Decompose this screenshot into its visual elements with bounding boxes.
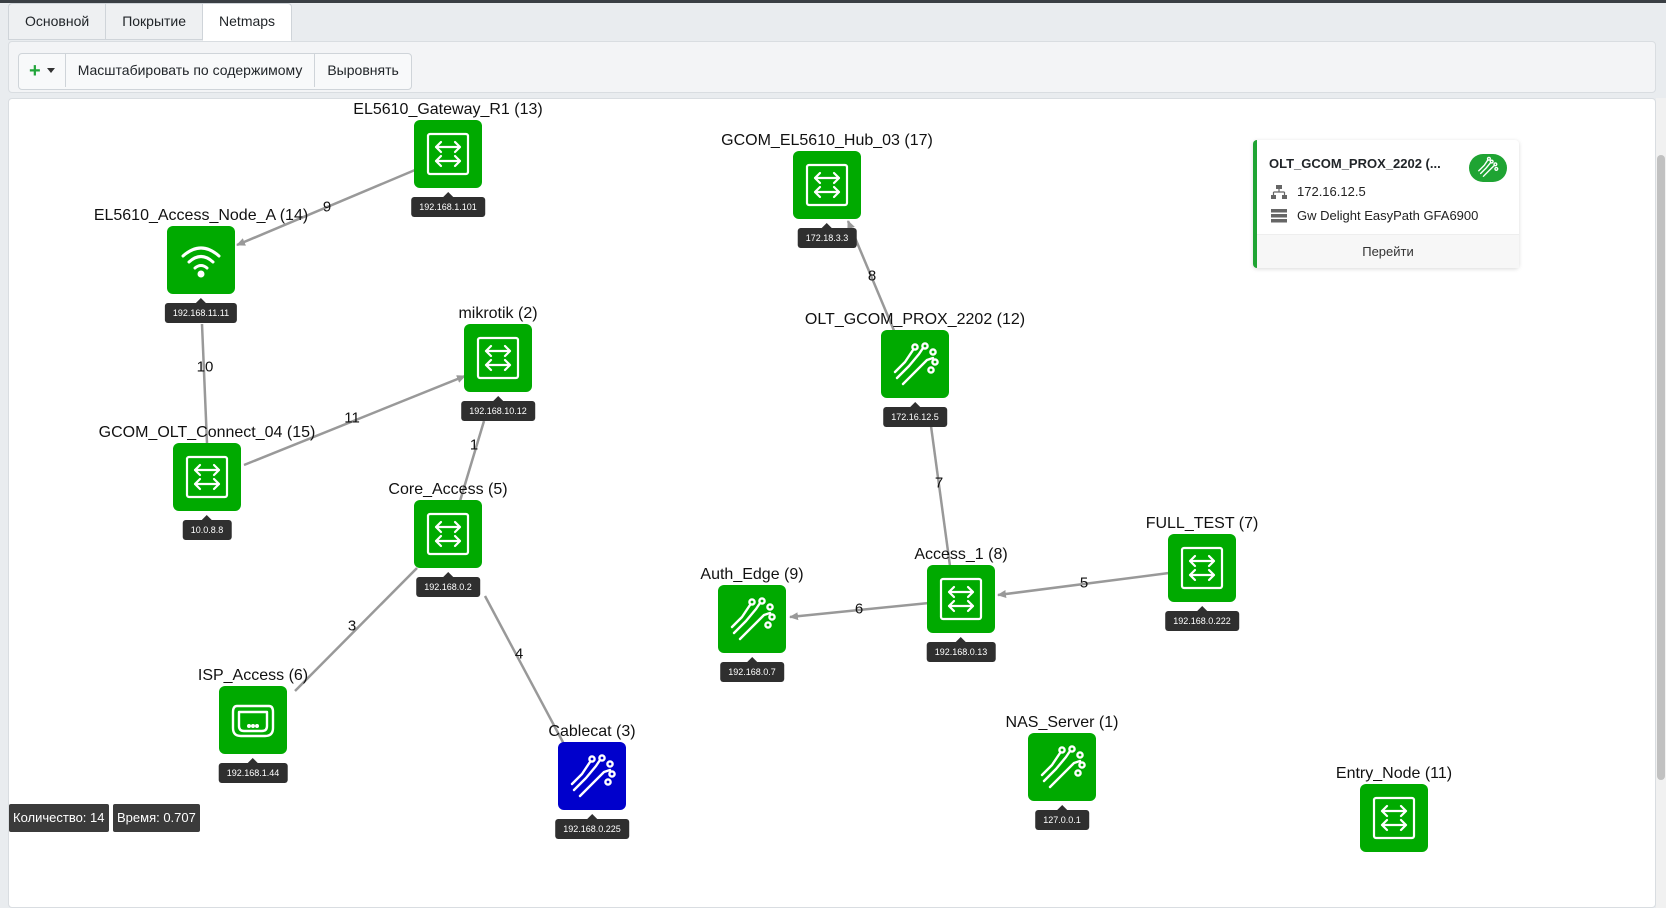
node-ip-label: 192.168.1.44 <box>218 758 288 783</box>
node-switch-icon[interactable] <box>414 120 482 188</box>
node-switch-icon[interactable] <box>927 565 995 633</box>
info-card-model: Gw Delight EasyPath GFA6900 <box>1297 208 1479 223</box>
tab-bar: Основной Покрытие Netmaps <box>8 3 293 41</box>
info-card-ip-row: 172.16.12.5 <box>1271 184 1366 199</box>
node-ip-label: 192.168.0.2 <box>416 572 480 597</box>
node-switch-icon[interactable] <box>414 500 482 568</box>
node-label: EL5610_Gateway_R1 (13) <box>353 101 543 118</box>
edge-7[interactable] <box>929 425 952 567</box>
node-router-icon[interactable] <box>219 686 287 754</box>
toolbar-button-group: + Масштабировать по содержимому Выровнят… <box>18 53 412 90</box>
edge-6[interactable] <box>789 601 930 621</box>
add-dropdown-button[interactable]: + <box>19 54 66 87</box>
node-label: mikrotik (2) <box>458 305 538 322</box>
node-ip-label: 192.168.0.222 <box>1165 606 1239 631</box>
info-card-ip: 172.16.12.5 <box>1297 184 1366 199</box>
olt-icon <box>1469 154 1507 182</box>
node-ip-label: 172.18.3.3 <box>797 223 857 248</box>
node-label: EL5610_Access_Node_A (14) <box>93 207 309 224</box>
edge-label-6: 6 <box>854 600 864 618</box>
edge-10[interactable] <box>200 323 209 444</box>
edge-label-3: 3 <box>347 617 357 635</box>
node-label: GCOM_EL5610_Hub_03 (17) <box>721 132 933 149</box>
node-label: NAS_Server (1) <box>1005 714 1119 731</box>
node-ip-label: 172.16.12.5 <box>883 402 947 427</box>
edge-11[interactable] <box>243 374 466 467</box>
node-count-badge: Количество: 14 <box>9 804 109 832</box>
node-olt-icon[interactable] <box>558 742 626 810</box>
edge-label-8: 8 <box>867 267 877 285</box>
node-label: GCOM_OLT_Connect_04 (15) <box>98 424 316 441</box>
node-switch-icon[interactable] <box>464 324 532 392</box>
edge-5[interactable] <box>997 571 1170 598</box>
plus-icon: + <box>29 59 41 82</box>
node-label: ISP_Access (6) <box>197 667 309 684</box>
edge-9[interactable] <box>236 168 416 247</box>
edge-label-9: 9 <box>322 198 332 216</box>
edge-label-5: 5 <box>1079 574 1089 592</box>
scrollbar-thumb[interactable] <box>1657 155 1665 780</box>
node-ip-label: 10.0.8.8 <box>182 515 232 540</box>
edges-layer <box>200 168 1170 777</box>
goto-button[interactable]: Перейти <box>1257 234 1519 268</box>
toolbar: + Масштабировать по содержимому Выровнят… <box>8 41 1656 93</box>
node-switch-icon[interactable] <box>793 151 861 219</box>
tab-coverage[interactable]: Покрытие <box>105 3 203 40</box>
node-label: FULL_TEST (7) <box>1145 515 1259 532</box>
window-top-border <box>0 0 1666 3</box>
edge-label-7: 7 <box>934 474 944 492</box>
time-badge: Время: 0.707 <box>113 804 200 832</box>
node-switch-icon[interactable] <box>1168 534 1236 602</box>
node-label: Access_1 (8) <box>914 546 1008 563</box>
node-olt-icon[interactable] <box>718 585 786 653</box>
node-olt-icon[interactable] <box>1028 733 1096 801</box>
edge-label-10: 10 <box>196 358 214 376</box>
node-switch-icon[interactable] <box>173 443 241 511</box>
tab-main[interactable]: Основной <box>8 3 106 40</box>
node-label: Entry_Node (11) <box>1335 765 1453 782</box>
edge-label-11: 11 <box>344 409 360 427</box>
node-label: Cablecat (3) <box>548 723 636 740</box>
tab-netmaps[interactable]: Netmaps <box>202 3 293 41</box>
node-label: Core_Access (5) <box>388 481 508 498</box>
network-icon <box>1271 184 1287 199</box>
chevron-down-icon <box>46 68 55 73</box>
server-icon <box>1271 208 1287 222</box>
align-button[interactable]: Выровнять <box>327 62 399 78</box>
node-ip-label: 192.168.0.13 <box>926 637 996 662</box>
node-switch-icon[interactable] <box>1360 784 1428 852</box>
node-ip-label: 192.168.11.11 <box>164 298 238 323</box>
edge-3[interactable] <box>294 567 418 692</box>
node-ip-label: 192.168.10.12 <box>461 396 535 421</box>
node-olt-icon[interactable] <box>881 330 949 398</box>
node-label: Auth_Edge (9) <box>700 566 804 583</box>
vertical-scrollbar[interactable] <box>1656 98 1666 908</box>
edge-1[interactable] <box>458 420 486 502</box>
edge-label-1: 1 <box>469 436 479 454</box>
node-info-card: OLT_GCOM_PROX_2202 (... 172.16.12.5 Gw D… <box>1253 140 1519 268</box>
node-ip-label: 127.0.0.1 <box>1035 805 1089 830</box>
fit-to-content-button[interactable]: Масштабировать по содержимому <box>66 54 316 87</box>
node-ip-label: 192.168.0.7 <box>720 657 784 682</box>
node-label: OLT_GCOM_PROX_2202 (12) <box>804 311 1026 328</box>
node-wifi-icon[interactable] <box>167 226 235 294</box>
info-card-title: OLT_GCOM_PROX_2202 (... <box>1269 156 1441 171</box>
node-ip-label: 192.168.1.101 <box>411 192 485 217</box>
edge-label-4: 4 <box>514 645 524 663</box>
node-ip-label: 192.168.0.225 <box>555 814 629 839</box>
info-card-model-row: Gw Delight EasyPath GFA6900 <box>1271 208 1478 223</box>
